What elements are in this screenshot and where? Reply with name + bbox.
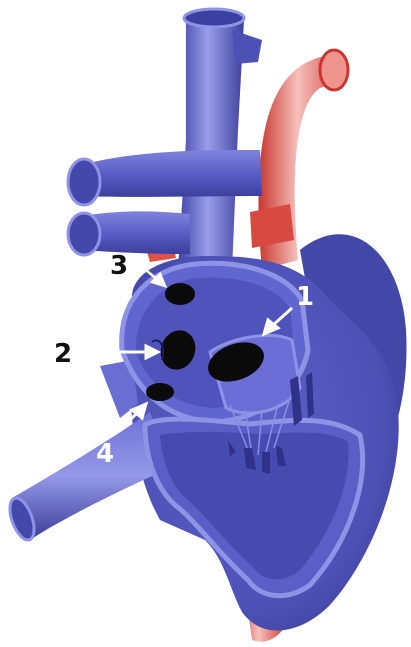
- pulmonary-vein-lower-opening: [68, 213, 100, 255]
- label-3: 3: [110, 251, 128, 281]
- label-2: 2: [54, 339, 72, 369]
- label-1: 1: [296, 282, 314, 312]
- aorta-opening: [320, 50, 348, 90]
- svc-branch: [232, 30, 262, 64]
- svc-opening: [184, 9, 244, 27]
- opening-4: [146, 383, 174, 401]
- arrow-2: [78, 346, 158, 358]
- opening-3: [165, 283, 195, 305]
- label-4: 4: [96, 439, 114, 469]
- pulmonary-vein-upper-opening: [68, 159, 100, 205]
